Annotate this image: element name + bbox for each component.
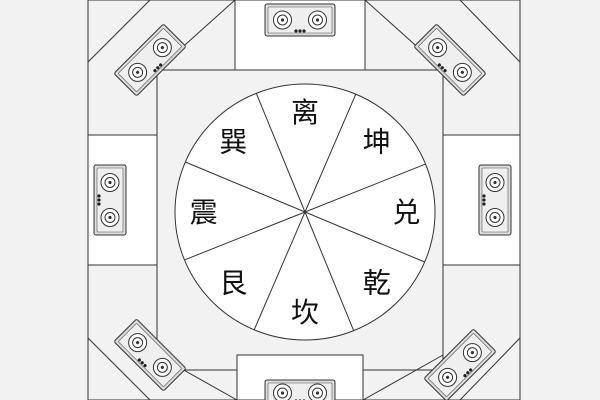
knob-icon [443, 69, 447, 73]
corner-wall-tl [87, 0, 151, 63]
wheel-divider [253, 211, 306, 331]
knob-icon [140, 361, 144, 365]
knob-icon [294, 29, 298, 33]
knob-icon [302, 29, 306, 33]
trigram-zhen: 震 [190, 196, 218, 229]
burner-center [493, 180, 497, 185]
burner-ring [104, 212, 116, 223]
knob-icon [298, 29, 302, 33]
gas-stove-icon [424, 329, 496, 400]
burner-ring [466, 347, 478, 359]
wheel-divider [304, 163, 426, 213]
knob-icon [97, 198, 101, 202]
knob-icon [156, 66, 160, 70]
burner-ring [156, 361, 168, 373]
burner-center [315, 18, 320, 22]
burner-center [280, 18, 285, 22]
room-outline [87, 0, 521, 400]
burner-center [315, 391, 320, 395]
burner-center [436, 46, 440, 50]
wheel-divider [185, 161, 306, 213]
knob-icon [159, 63, 163, 67]
wheel-divider [255, 93, 306, 213]
trigram-xun: 巽 [219, 125, 247, 158]
trigram-qian: 乾 [363, 267, 391, 300]
burner-center [446, 375, 450, 379]
gas-stove-icon [114, 319, 186, 391]
knob-icon [97, 194, 101, 198]
knob-icon [463, 374, 467, 378]
knob-icon [440, 66, 444, 70]
burner-ring [442, 371, 454, 383]
burner-ring [277, 14, 288, 26]
trigram-li: 离 [291, 96, 319, 129]
burner-center [280, 391, 285, 395]
burner-ring [132, 66, 144, 78]
burner-center [136, 70, 140, 74]
knob-icon [153, 69, 157, 73]
burner-ring [277, 387, 288, 399]
knob-icon [482, 198, 486, 202]
knob-icon [482, 194, 486, 198]
gas-stove-icon [114, 24, 186, 96]
knob-icon [466, 371, 470, 375]
trigram-dui: 兑 [392, 196, 420, 229]
gas-stove-icon [264, 3, 336, 37]
gas-stove-icon [414, 24, 486, 96]
burner-center [470, 351, 474, 355]
burner-center [160, 365, 164, 369]
burner-center [108, 215, 112, 220]
burner-ring [489, 177, 501, 188]
wheel-divider [304, 93, 357, 213]
corner-wall-br [459, 337, 521, 400]
burner-center [108, 180, 112, 185]
corner-wall-br-inner [362, 354, 444, 400]
knob-icon [97, 202, 101, 206]
trigram-kan: 坎 [291, 296, 319, 329]
knob-icon [469, 368, 473, 372]
burner-ring [489, 212, 501, 223]
gas-stove-icon [478, 164, 512, 236]
corner-wall-tr [459, 0, 521, 63]
burner-center [136, 341, 140, 345]
wheel-divider [304, 211, 355, 331]
wheel-divider [184, 211, 306, 261]
burner-ring [456, 66, 468, 78]
burner-ring [132, 337, 144, 349]
trigram-kun: 坤 [363, 125, 391, 158]
burner-center [460, 70, 464, 74]
corner-wall-bl [87, 337, 151, 400]
trigram-gen: 艮 [219, 267, 247, 300]
gas-stove-icon [264, 379, 336, 400]
burner-center [493, 215, 497, 220]
burner-ring [104, 177, 116, 188]
gas-stove-icon [93, 164, 127, 236]
knob-icon [137, 358, 141, 362]
knob-icon [482, 202, 486, 206]
knob-icon [437, 63, 441, 67]
knob-icon [143, 364, 147, 368]
burner-ring [312, 14, 323, 26]
burner-center [160, 46, 164, 50]
burner-ring [432, 42, 444, 54]
burner-ring [156, 42, 168, 54]
stoves-group [93, 3, 512, 400]
burner-ring [312, 387, 323, 399]
wheel-divider [304, 211, 425, 263]
